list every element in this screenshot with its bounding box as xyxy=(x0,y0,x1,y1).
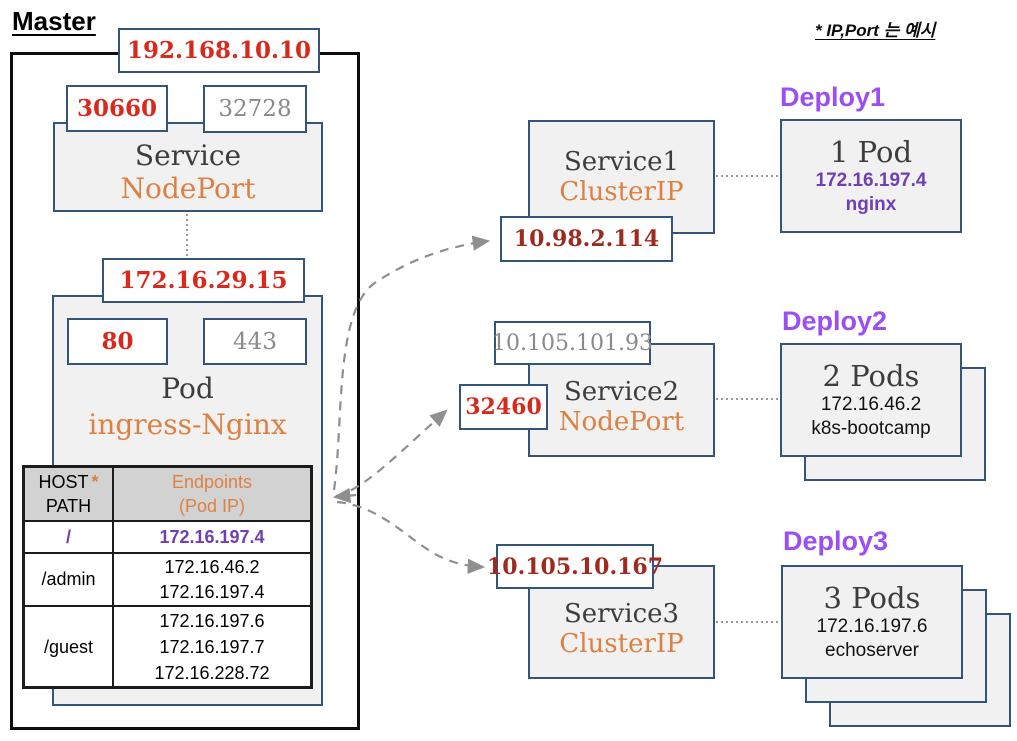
node-ip-box: 192.168.10.10 xyxy=(118,28,320,73)
deploy1-title: 1 Pod xyxy=(829,135,913,169)
host-path-header-cell: HOST* PATH xyxy=(25,468,114,520)
path-cell: /admin xyxy=(25,554,114,605)
pod-app: ingress-Nginx xyxy=(88,408,287,441)
service2-type: NodePort xyxy=(558,407,685,437)
table-row-guest: /guest 172.16.197.6 172.16.197.7 172.16.… xyxy=(25,605,310,686)
endpoints-cell: 172.16.197.6 172.16.197.7 172.16.228.72 xyxy=(114,607,310,686)
service-type: NodePort xyxy=(120,172,256,205)
host-label: HOST xyxy=(38,472,89,492)
endpoint-ip: 172.16.197.6 xyxy=(159,610,265,631)
service1-name: Service1 xyxy=(563,147,680,177)
endpoint-ip: 172.16.197.7 xyxy=(159,636,265,657)
ip-port-example-note: * IP,Port 는 예시 xyxy=(815,21,936,40)
pod-name: Pod xyxy=(161,372,214,405)
service3-clusterip-box: 10.105.10.167 xyxy=(487,544,663,589)
endpoint-ip: 172.16.46.2 xyxy=(164,556,260,577)
deploy2-title: 2 Pods xyxy=(822,359,920,393)
deploy3-pod-ip: 172.16.197.6 xyxy=(816,616,928,637)
deploy3-app: echoserver xyxy=(825,640,919,661)
deploy2-app: k8s-bootcamp xyxy=(811,418,931,439)
pod-port-80-box: 80 xyxy=(67,318,168,365)
deploy1-pod-ip: 172.16.197.4 xyxy=(815,170,927,191)
endpoints-header-cell: Endpoints (Pod IP) xyxy=(114,468,310,520)
table-row-admin: /admin 172.16.46.2 172.16.197.4 xyxy=(25,552,310,605)
endpoints-label: Endpoints xyxy=(171,472,253,492)
routing-table-header: HOST* PATH Endpoints (Pod IP) xyxy=(25,468,310,520)
deploy2-box: 2 Pods 172.16.46.2 k8s-bootcamp xyxy=(780,343,962,457)
deploy2-label: Deploy2 xyxy=(782,306,888,336)
path-cell: / xyxy=(25,522,114,552)
endpoint-ip: 172.16.228.72 xyxy=(154,662,270,683)
deploy1-label: Deploy1 xyxy=(780,82,886,112)
master-label: Master xyxy=(12,6,96,36)
service2-nodeport-box: 32460 xyxy=(459,384,548,430)
service1-type: ClusterIP xyxy=(559,177,684,207)
service2-clusterip-box: 10.105.101.93 xyxy=(492,321,653,365)
pod-ip-box: 172.16.29.15 xyxy=(102,258,305,303)
endpoints-cell: 172.16.197.4 xyxy=(159,526,265,547)
path-label: PATH xyxy=(45,496,92,516)
service3-name: Service3 xyxy=(563,599,680,629)
routing-table: HOST* PATH Endpoints (Pod IP) / 172.16.1… xyxy=(22,465,313,689)
service-name: Service xyxy=(134,139,242,172)
service-nodeport-box: Service NodePort xyxy=(53,122,323,212)
pod-port-443-box: 443 xyxy=(203,318,307,365)
pod-ip-label: (Pod IP) xyxy=(178,496,246,516)
deploy3-title: 3 Pods xyxy=(823,581,921,615)
deploy2-pod-ip: 172.16.46.2 xyxy=(820,394,922,415)
service1-clusterip-box: 10.98.2.114 xyxy=(500,216,673,262)
nodeport-https-box: 32728 xyxy=(203,85,307,133)
deploy1-box: 1 Pod 172.16.197.4 nginx xyxy=(780,119,962,233)
table-row-root: / 172.16.197.4 xyxy=(25,520,310,552)
deploy1-app: nginx xyxy=(845,194,897,215)
deploy3-label: Deploy3 xyxy=(783,526,889,556)
endpoint-ip: 172.16.197.4 xyxy=(159,581,265,602)
endpoints-cell: 172.16.46.2 172.16.197.4 xyxy=(114,554,310,605)
path-cell: /guest xyxy=(25,607,114,686)
service2-name: Service2 xyxy=(563,377,680,407)
deploy3-box: 3 Pods 172.16.197.6 echoserver xyxy=(781,565,963,679)
host-asterisk: * xyxy=(91,472,99,492)
service3-type: ClusterIP xyxy=(559,629,684,659)
nodeport-http-box: 30660 xyxy=(66,85,168,132)
